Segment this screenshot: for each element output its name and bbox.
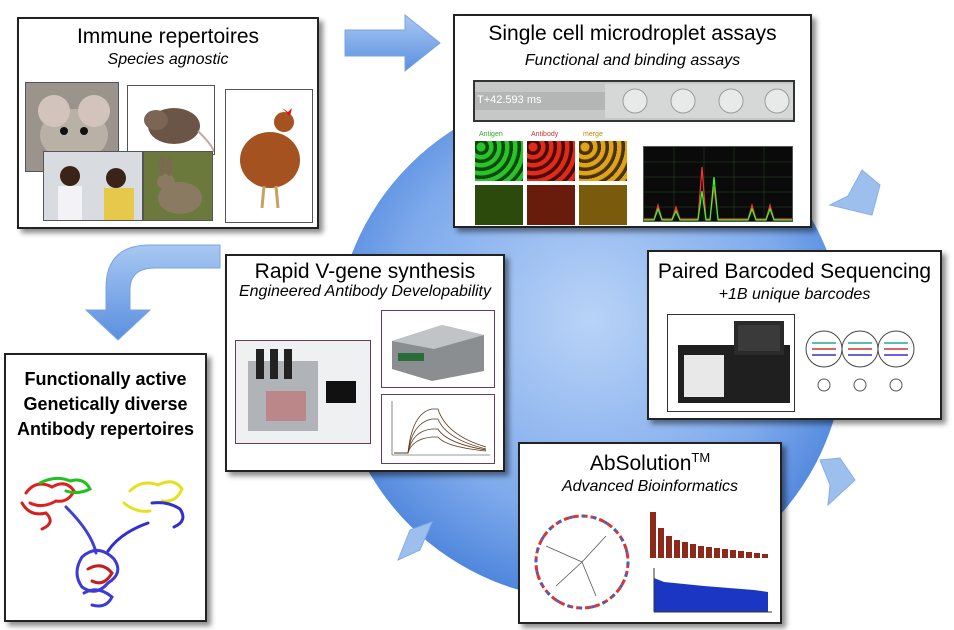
merge-10x-image: [579, 185, 627, 225]
timestamp-label: T+42.593 ms: [477, 94, 542, 106]
antibody-repertoires-panel: Functionally active Genetically diverse …: [4, 353, 207, 622]
image-label-antibody: Antibody: [531, 131, 559, 138]
microdroplet-panel: Single cell microdroplet assays Function…: [453, 14, 812, 228]
repertoire-line-3: Antibody repertoires: [16, 419, 195, 439]
liquid-handler-photo: [235, 340, 371, 444]
binding-kinetics-chart-image: [381, 394, 495, 464]
blood-draw-photo: [43, 151, 143, 221]
sequencer-photo: [667, 314, 795, 412]
droplet-signal-chart-image: [643, 146, 793, 222]
repertoire-line-2: Genetically diverse: [23, 394, 188, 414]
curved-arrow-icon: [819, 457, 856, 507]
curved-arrow-icon: [828, 169, 881, 216]
antigen-zoom-image: [475, 141, 523, 181]
panel-title: Paired Barcoded Sequencing: [657, 260, 932, 283]
absolution-title: AbSolution: [589, 452, 692, 475]
panel-subtitle: +1B unique barcodes: [718, 286, 871, 303]
antibody-10x-image: [527, 185, 575, 225]
rat-photo: [127, 85, 215, 155]
curved-arrow-icon: [397, 521, 433, 561]
rabbit-photo: [143, 151, 213, 221]
image-label-antigen: Antigen: [479, 131, 503, 138]
panel-subtitle: Functional and binding assays: [524, 52, 741, 69]
barcode-histogram-image: [644, 506, 778, 562]
fluorescence-grid: Antigen Antibody merge: [475, 131, 627, 231]
panel-title: Single cell microdroplet assays: [488, 22, 777, 45]
barcoded-beads-diagram: [805, 330, 915, 392]
phylogenetic-tree-image: [534, 514, 630, 610]
microfluidic-channel-image: T+42.593 ms: [473, 80, 795, 122]
biacore-instrument-photo: [381, 310, 495, 388]
antibody-structure-image: [20, 476, 185, 608]
vgene-synthesis-panel: Rapid V-gene synthesis Engineered Antibo…: [225, 254, 505, 472]
coverage-area-image: [644, 564, 778, 620]
panel-subtitle: Species agnostic: [107, 51, 229, 68]
trademark-mark: TM: [691, 450, 711, 465]
panel-title: AbSolutionTM: [520, 450, 780, 476]
panel-title: Immune repertoires: [76, 25, 260, 48]
antibody-zoom-image: [527, 141, 575, 181]
merge-zoom-image: [579, 141, 627, 181]
repertoire-line-1: Functionally active: [24, 369, 187, 389]
panel-subtitle: Advanced Bioinformatics: [561, 478, 739, 495]
elbow-arrow-icon: [84, 244, 221, 341]
immune-repertoires-panel: Immune repertoires Species agnostic: [17, 17, 319, 229]
panel-subtitle: Engineered Antibody Developability: [238, 283, 491, 300]
absolution-panel: AbSolutionTM Advanced Bioinformatics: [518, 442, 782, 624]
chicken-photo: [225, 89, 313, 223]
sequencing-panel: Paired Barcoded Sequencing +1B unique ba…: [647, 250, 942, 420]
panel-title: Rapid V-gene synthesis: [254, 260, 476, 283]
arrow-right-icon: [344, 13, 441, 73]
antigen-10x-image: [475, 185, 523, 225]
image-label-merge: merge: [583, 131, 603, 138]
